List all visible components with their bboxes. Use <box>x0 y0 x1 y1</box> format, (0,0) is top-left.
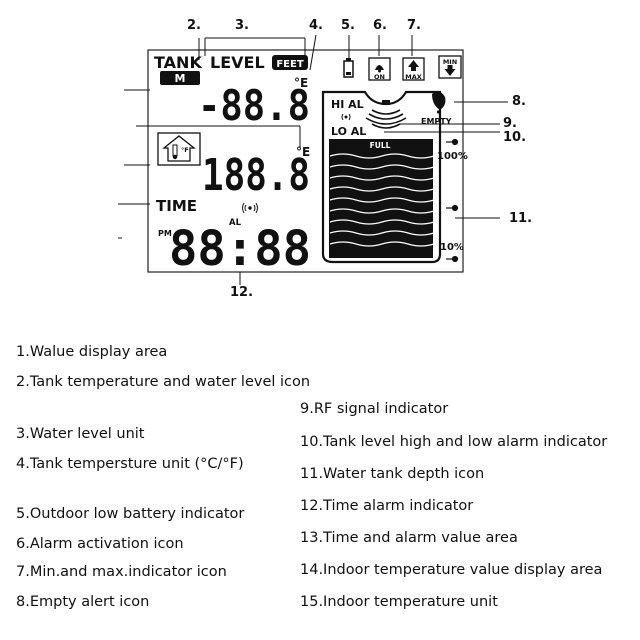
callout-12: 12. <box>230 285 254 300</box>
house-thermometer-icon <box>157 132 201 166</box>
feet-badge <box>272 55 308 70</box>
indoor-unit: °E <box>296 145 310 159</box>
time-alarm-signal-icon <box>242 202 258 214</box>
lcd-diagram-graphic: TANK LEVEL FEET M ON MAX MIN <box>118 34 508 285</box>
time-label: TIME <box>156 197 197 215</box>
empty-label: EMPTY <box>421 117 452 126</box>
min-label: MIN <box>443 58 457 66</box>
legend-item-13: 13.Time and alarm value area <box>300 530 518 546</box>
legend-item-7: 7.Min.and max.indicator icon <box>16 564 227 580</box>
callout-9: 9. <box>503 116 517 131</box>
legend-item-2: 2.Tank temperature and water level icon <box>16 374 311 390</box>
m-badge <box>160 71 200 85</box>
max-label: MAX <box>405 73 422 81</box>
callout-3: 3. <box>235 18 249 33</box>
max-arrow-icon <box>402 57 425 81</box>
pct-100-label: 100% <box>437 151 468 162</box>
time-value: 88:88 <box>169 221 311 277</box>
depth-scale <box>446 138 459 263</box>
legend-item-10: 10.Tank level high and low alarm indicat… <box>300 434 608 450</box>
legend-item-1: 1.Walue display area <box>16 344 168 360</box>
callout-2: 2. <box>187 18 201 33</box>
empty-alert-icon <box>432 91 446 114</box>
legend-right: 9.RF signal indicator 10.Tank level high… <box>300 398 635 621</box>
legend-item-8: 8.Empty alert icon <box>16 594 150 610</box>
on-label: ON <box>374 73 385 81</box>
min-arrow-icon <box>438 55 462 79</box>
battery-icon <box>343 58 354 78</box>
water-wave-lines <box>329 153 435 247</box>
callout-10: 10. <box>503 130 527 145</box>
rf-signal-small-icon <box>341 113 351 121</box>
house-unit: °F <box>181 146 189 154</box>
rf-signal-icon <box>365 100 407 129</box>
leader-lines <box>118 34 508 285</box>
hi-al-label: HI AL <box>331 98 364 111</box>
m-label: M <box>175 72 186 85</box>
legend-item-12: 12.Time alarm indicator <box>300 498 474 514</box>
callout-4: 4. <box>309 18 323 33</box>
alarm-on-icon <box>368 57 391 81</box>
callout-11: 11. <box>509 211 533 226</box>
callout-5: 5. <box>341 18 355 33</box>
al-label: AL <box>229 218 242 228</box>
lo-al-label: LO AL <box>331 125 366 138</box>
indoor-value: 188.8 <box>202 150 310 201</box>
legend-item-15: 15.Indoor temperature unit <box>300 594 498 610</box>
tank-unit: °E <box>294 76 308 90</box>
legend-item-3: 3.Water level unit <box>16 426 145 442</box>
legend-item-11: 11.Water tank depth icon <box>300 466 485 482</box>
legend-item-9: 9.RF signal indicator <box>300 401 449 417</box>
legend-item-5: 5.Outdoor low battery indicator <box>16 506 245 522</box>
tank-value: -88.8 <box>198 81 310 130</box>
legend-left: 1.Walue display area 2.Tank temperature … <box>16 341 316 619</box>
pm-label: PM <box>158 229 172 238</box>
callout-6: 6. <box>373 18 387 33</box>
lcd-diagram: TANK LEVEL FEET M ON MAX MIN <box>118 18 533 300</box>
feet-label: FEET <box>276 59 303 70</box>
callout-8: 8. <box>512 94 526 109</box>
full-label: FULL <box>370 141 391 150</box>
level-label: LEVEL <box>210 53 265 72</box>
tank-label: TANK <box>154 53 202 72</box>
tank-outline <box>321 90 442 264</box>
callout-7: 7. <box>407 18 421 33</box>
legend-item-4: 4.Tank tempersture unit (°C/°F) <box>16 456 244 472</box>
legend-item-14: 14.Indoor temperature value display area <box>300 562 603 578</box>
legend-item-6: 6.Alarm activation icon <box>16 536 184 552</box>
pct-10-label: 10% <box>440 242 464 253</box>
